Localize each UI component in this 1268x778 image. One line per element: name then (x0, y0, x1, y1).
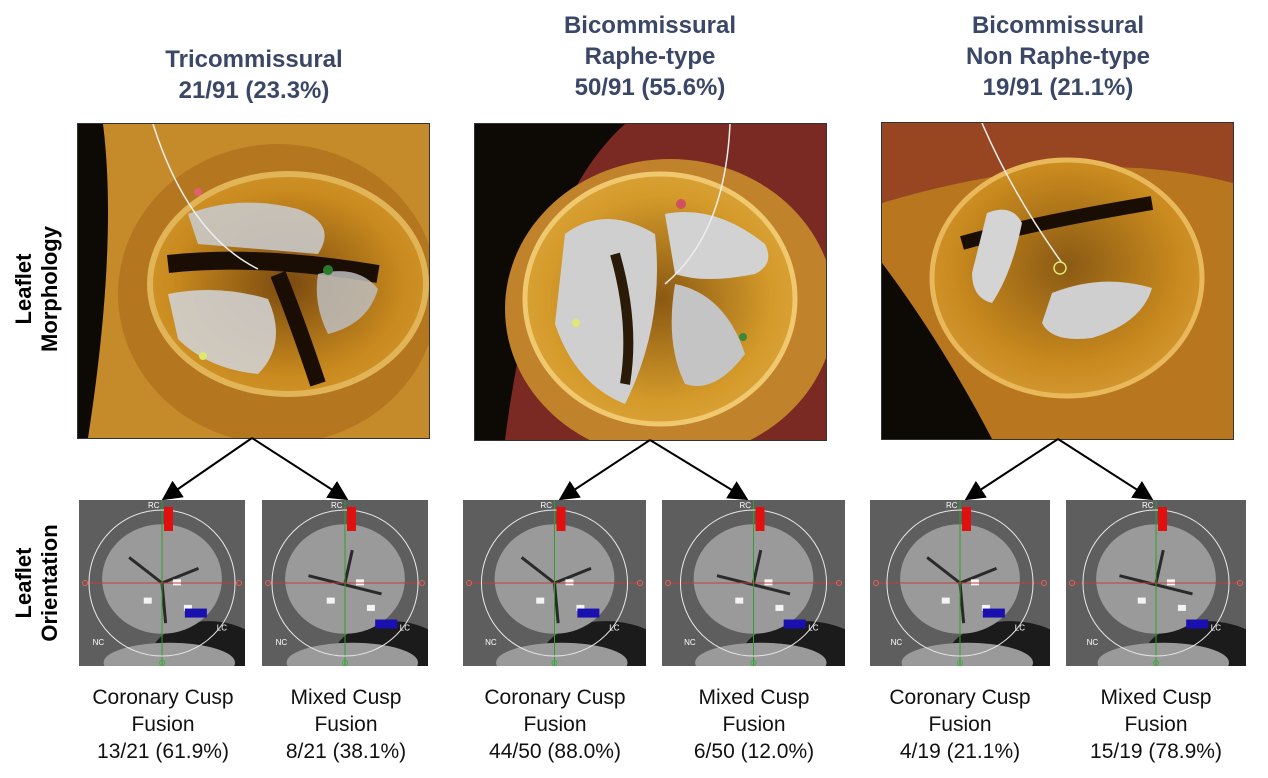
caption-line: Mixed Cusp (1100, 686, 1212, 709)
row-label-line: Leaflet (11, 547, 36, 619)
row-label-line: Orientation (37, 524, 62, 642)
ct-label-rc: RC (541, 501, 553, 510)
row-label-line: Leaflet (11, 253, 36, 325)
arrow (1057, 438, 1154, 501)
ct-panel-raphe-coronary: RC LC NC (463, 500, 646, 666)
ct-scan: RC LC NC (1066, 500, 1246, 666)
arrow (161, 437, 253, 501)
title-line: 50/91 (55.6%) (574, 74, 726, 101)
row-label-line: Morphology (37, 226, 62, 352)
caption-line: Mixed Cusp (698, 686, 810, 709)
caption-line: 44/50 (88.0%) (489, 740, 621, 763)
caption-nonraphe-coronary: Coronary Cusp Fusion 4/19 (21.1%) (860, 684, 1060, 765)
ct-panel-nonraphe-mixed: RC LC NC (1066, 500, 1246, 666)
ct-label-nc: NC (1087, 638, 1099, 647)
ct-panel-tricommissural-coronary: RC LC NC (79, 500, 245, 666)
caption-nonraphe-mixed: Mixed Cusp Fusion 15/19 (78.9%) (1056, 684, 1256, 765)
ct-label-nc: NC (891, 638, 903, 647)
ct-panel-tricommissural-mixed: RC LC NC (262, 500, 428, 666)
ct-label-nc: NC (485, 638, 497, 647)
ct-label-rc: RC (946, 501, 958, 510)
ct-label-rc: RC (1142, 501, 1154, 510)
caption-line: Fusion (722, 713, 786, 736)
arrow (251, 437, 349, 501)
ct-scan: RC LC NC (662, 500, 845, 666)
caption-line: 15/19 (78.9%) (1090, 740, 1222, 763)
ct-label-rc: RC (148, 501, 160, 510)
caption-line: Coronary Cusp (484, 686, 626, 709)
morphology-image-bicommissural-raphe (474, 123, 827, 441)
caption-line: Fusion (523, 713, 587, 736)
title-line: 21/91 (23.3%) (178, 77, 330, 104)
title-line: Bicommissural (971, 12, 1145, 39)
ct-label-lc: LC (400, 623, 410, 632)
caption-line: Fusion (131, 713, 195, 736)
caption-line: Coronary Cusp (889, 686, 1031, 709)
ct-label-lc: LC (1015, 623, 1025, 632)
caption-raphe-mixed: Mixed Cusp Fusion 6/50 (12.0%) (654, 684, 854, 765)
arrow (964, 438, 1059, 501)
ct-scan: RC LC NC (463, 500, 646, 666)
caption-tricommissural-mixed: Mixed Cusp Fusion 8/21 (38.1%) (246, 684, 446, 765)
caption-line: Fusion (928, 713, 992, 736)
caption-raphe-coronary: Coronary Cusp Fusion 44/50 (88.0%) (455, 684, 655, 765)
ct-panel-raphe-mixed: RC LC NC (662, 500, 845, 666)
caption-line: Fusion (314, 713, 378, 736)
morphology-image-bicommissural-nonraphe (881, 122, 1234, 440)
ct-label-nc: NC (93, 638, 105, 647)
title-line: Raphe-type (584, 43, 716, 70)
caption-line: 13/21 (61.9%) (97, 740, 229, 763)
ct-label-nc: NC (276, 638, 288, 647)
ct-scan: RC LC NC (79, 500, 245, 666)
caption-line: Coronary Cusp (92, 686, 234, 709)
caption-line: 4/19 (21.1%) (899, 740, 1021, 763)
title-line: Bicommissural (563, 12, 737, 39)
arrow (558, 439, 651, 501)
ct-label-rc: RC (740, 501, 752, 510)
title-line: Tricommissural (165, 46, 343, 73)
ct-label-rc: RC (331, 501, 343, 510)
caption-line: 6/50 (12.0%) (693, 740, 815, 763)
ct-label-lc: LC (808, 623, 818, 632)
ct-label-lc: LC (1211, 623, 1221, 632)
ct-scan: RC LC NC (262, 500, 428, 666)
row-label-morphology: Leaflet Morphology (11, 204, 63, 374)
ct-label-lc: LC (609, 623, 619, 632)
title-line: Non Raphe-type (965, 43, 1150, 70)
title-line: 19/91 (21.1%) (982, 74, 1134, 101)
ct-label-lc: LC (217, 623, 227, 632)
arrow (649, 439, 749, 501)
group-title-bicommissural-nonraphe: Bicommissural Non Raphe-type 19/91 (21.1… (908, 10, 1208, 103)
caption-line: Mixed Cusp (290, 686, 402, 709)
caption-tricommissural-coronary: Coronary Cusp Fusion 13/21 (61.9%) (63, 684, 263, 765)
ct-label-nc: NC (684, 638, 696, 647)
group-title-bicommissural-raphe: Bicommissural Raphe-type 50/91 (55.6%) (500, 10, 800, 103)
ct-scan: RC LC NC (870, 500, 1050, 666)
caption-line: Fusion (1124, 713, 1188, 736)
ct-panel-nonraphe-coronary: RC LC NC (870, 500, 1050, 666)
row-label-orientation: Leaflet Orientation (11, 498, 63, 668)
morphology-image-tricommissural (77, 123, 430, 439)
caption-line: 8/21 (38.1%) (285, 740, 407, 763)
group-title-tricommissural: Tricommissural 21/91 (23.3%) (104, 44, 404, 106)
